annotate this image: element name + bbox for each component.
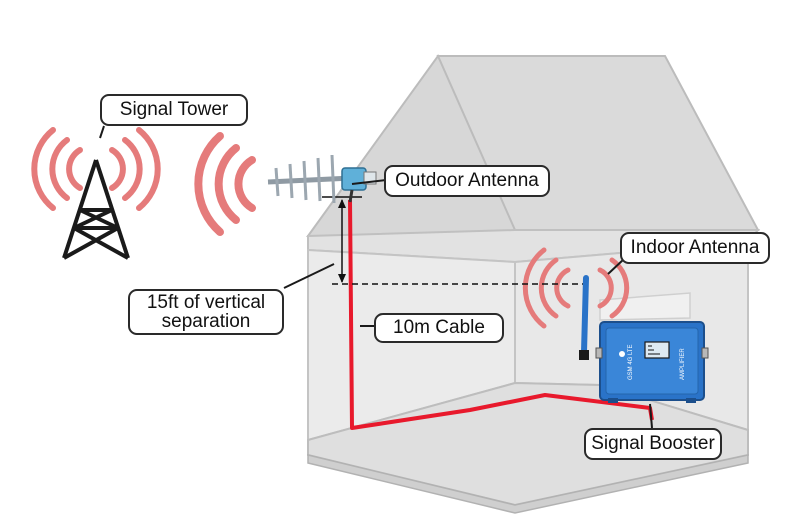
tower-signal-waves <box>31 127 161 211</box>
signal-wave-icon <box>109 147 126 191</box>
vertical-separation-line1: 15ft of vertical <box>146 292 266 313</box>
indoor-antenna-label: Indoor Antenna <box>620 232 770 264</box>
signal-wave-icon <box>122 137 143 201</box>
vertical-separation-marker <box>322 196 590 285</box>
signal-wave-icon <box>234 156 256 212</box>
house <box>306 54 761 514</box>
booster-panel-text-right: AMPLIFIER <box>680 348 686 380</box>
cable-label: 10m Cable <box>374 313 504 343</box>
signal-wave-icon <box>538 257 559 319</box>
signal-tower-label: Signal Tower <box>100 94 248 126</box>
yagi-antenna-icon <box>267 154 377 204</box>
vertical-separation-line2: separation <box>161 311 251 332</box>
booster-panel-text-left: GSM 4G LTE <box>628 344 634 380</box>
signal-wave-icon <box>194 132 224 236</box>
house-front-base <box>307 454 749 514</box>
whip-antenna-icon <box>579 275 589 360</box>
signal-wave-icon <box>522 247 547 329</box>
signal-wave-icon <box>49 137 70 201</box>
signal-booster-label: Signal Booster <box>584 428 722 460</box>
signal-wave-icon <box>66 147 83 191</box>
signal-wave-icon <box>31 127 56 211</box>
signal-wave-icon <box>597 267 614 309</box>
signal-wave-icon <box>214 144 240 224</box>
booster-device-icon: GSM 4G LTE AMPLIFIER <box>595 321 709 403</box>
callout-leaders <box>99 125 653 429</box>
signal-wave-icon <box>136 127 161 211</box>
signal-wave-icon <box>554 267 571 309</box>
outdoor-antenna-label: Outdoor Antenna <box>384 165 550 197</box>
tower-icon <box>62 159 130 260</box>
vertical-separation-label: 15ft of vertical separation <box>128 289 284 335</box>
outdoor-antenna-signal-waves <box>194 132 256 236</box>
